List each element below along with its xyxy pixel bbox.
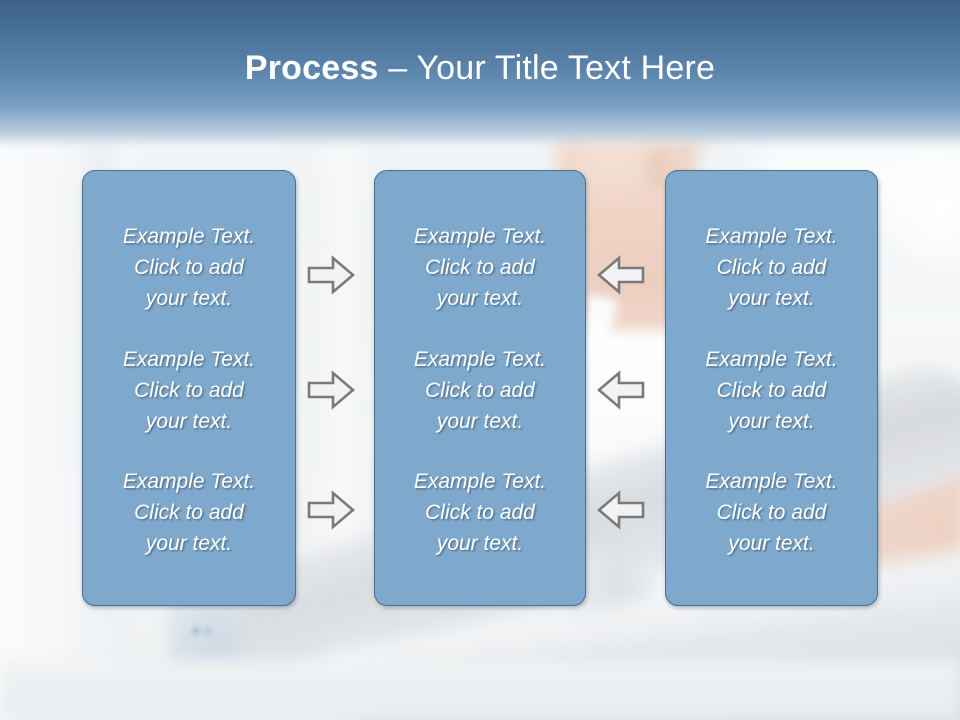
- process-text-3-3[interactable]: Example Text. Click to add your text.: [705, 470, 838, 555]
- process-text-3-2[interactable]: Example Text. Click to add your text.: [705, 347, 838, 433]
- process-text-1-2[interactable]: Example Text. Click to add your text.: [122, 347, 256, 433]
- process-text-2-2[interactable]: Example Text. Click to add your text.: [413, 347, 547, 433]
- process-box-column-3[interactable]: Example Text. Click to add your text. Ex…: [665, 170, 878, 606]
- arrow-right-icon-1[interactable]: [307, 255, 355, 295]
- header-band: [0, 0, 960, 150]
- photo-console-lights: [190, 622, 220, 640]
- page-title-rest: – Your Title Text Here: [388, 49, 716, 87]
- process-box-column-1[interactable]: Example Text. Click to add your text. Ex…: [82, 170, 296, 606]
- page-title-bold: Process: [244, 49, 389, 87]
- page-title: Process – Your Title Text Here: [0, 48, 960, 88]
- arrow-left-icon-3[interactable]: [597, 490, 645, 530]
- process-text-2-3[interactable]: Example Text. Click to add your text.: [413, 470, 547, 555]
- process-text-1-3[interactable]: Example Text. Click to add your text.: [122, 470, 256, 555]
- process-text-1-1[interactable]: Example Text. Click to add your text.: [122, 225, 256, 310]
- process-text-2-1[interactable]: Example Text. Click to add your text.: [413, 225, 547, 310]
- arrow-right-icon-3[interactable]: [307, 490, 355, 530]
- process-box-column-2[interactable]: Example Text. Click to add your text. Ex…: [374, 170, 586, 606]
- photo-floor: [0, 660, 960, 720]
- arrow-left-icon-2[interactable]: [597, 370, 645, 410]
- arrow-right-icon-2[interactable]: [307, 370, 355, 410]
- arrow-left-icon-1[interactable]: [597, 255, 645, 295]
- process-text-3-1[interactable]: Example Text. Click to add your text.: [705, 225, 838, 310]
